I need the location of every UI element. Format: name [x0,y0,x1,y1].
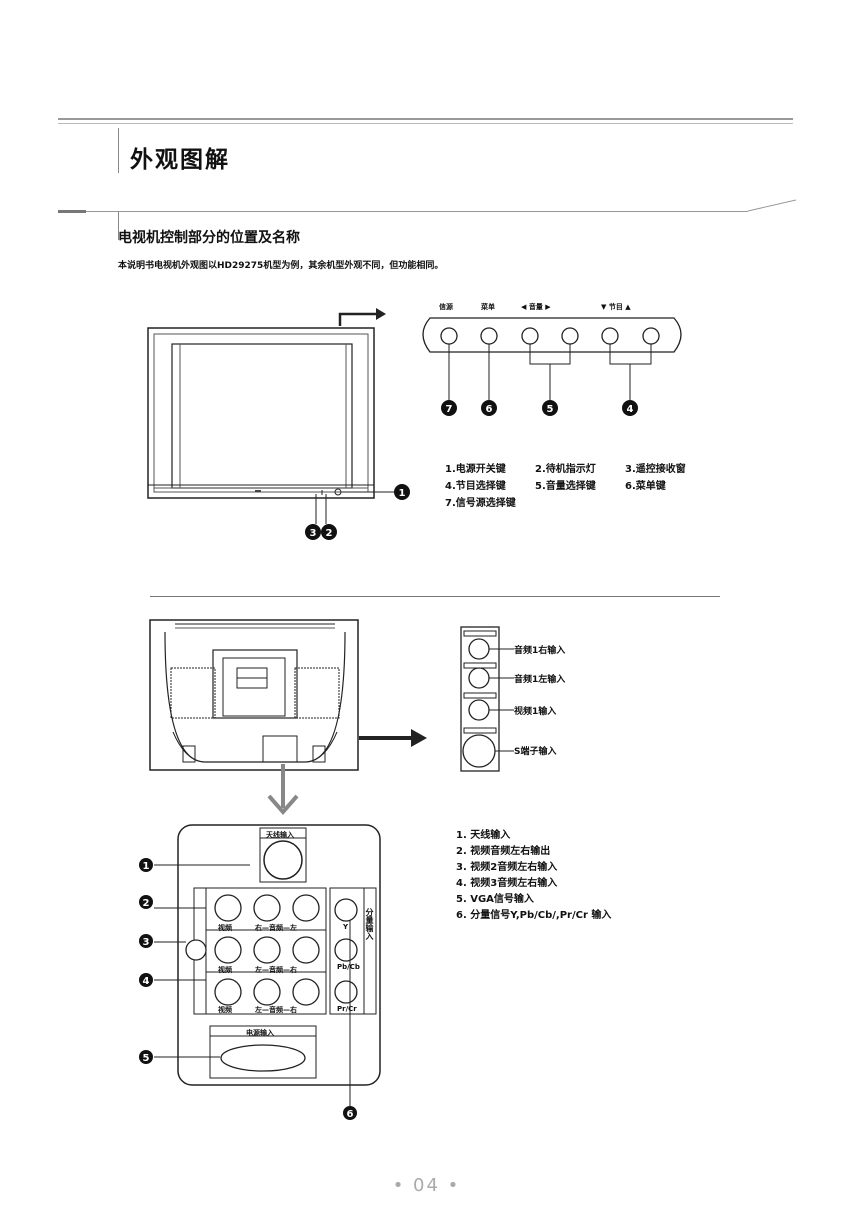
rear-jack-label-2: 右—音频—左 [255,924,297,932]
legend-item: 1. 天线输入 [456,830,511,841]
btn-label-volume: ◀ 音量 ▶ [521,303,551,311]
legend-item: 1.电源开关键 [445,464,506,475]
section-subtitle: 电视机控制部分的位置及名称 [118,230,300,246]
legend-item: 3. 视频2音频左右输入 [456,862,558,873]
top-rule [58,118,793,120]
side-label-audio-right: 音频1右输入 [514,646,566,656]
intro-text: 本说明书电视机外观图以HD29275机型为例，其余机型外观不同，但功能相同。 [118,261,444,271]
legend-item: 3.遥控接收窗 [625,464,686,475]
rear-badge-1: 1 [143,861,150,872]
rear-label-power: 电源输入 [246,1029,274,1037]
page-title: 外观图解 [130,147,230,173]
rear-jack-label-3: 视频 [218,966,232,974]
rear-jack-label-1: 视频 [218,924,232,932]
rear-badges: 1 2 3 4 5 6 [139,858,357,1120]
legend-item: 2. 视频音频左右输出 [456,846,551,857]
rear-badge-5: 5 [143,1053,150,1064]
badge-3: 3 [310,528,317,539]
legend-item: 5. VGA信号输入 [456,894,534,905]
legend-item: 2.待机指示灯 [535,464,596,475]
rear-jack-label-4: 左—音频—右 [255,966,297,974]
front-legend: 1.电源开关键 2.待机指示灯 3.遥控接收窗 4.节目选择键 5.音量选择键 … [445,460,705,509]
badge-6: 6 [486,404,493,415]
tv-front-illustration: 1 3 2 [147,308,410,540]
component-label-y: Y [343,923,349,931]
component-vertical-label: 分量输入 [365,908,374,940]
section-rule-bold [58,210,86,213]
legend-item: 7.信号源选择键 [445,498,516,509]
component-label-pr: Pr/Cr [337,1005,357,1013]
rear-badge-2: 2 [143,898,150,909]
top-rule-thin [58,123,793,124]
control-panel: 7 6 5 4 [422,317,682,416]
section-rule [58,211,748,212]
rear-jack-label-5: 视频 [218,1006,232,1014]
legend-item: 4.节目选择键 [445,481,506,492]
section-rule-tail [748,199,797,212]
middle-rule [150,596,720,597]
badge-5: 5 [547,404,554,415]
rear-badge-6: 6 [347,1109,354,1120]
rear-badge-4: 4 [143,976,150,987]
side-label-audio-left: 音频1左输入 [514,675,566,685]
badge-4: 4 [627,404,634,415]
badge-7: 7 [446,404,453,415]
tv-rear-illustration [149,619,427,816]
rear-input-panel [154,824,381,1108]
rear-jack-label-6: 左—音频—右 [255,1006,297,1014]
rear-label-antenna: 天线输入 [266,831,294,839]
title-divider [118,128,119,173]
badge-1: 1 [399,488,406,499]
page-number: • 04 • [392,1175,461,1196]
rear-badge-3: 3 [143,937,150,948]
legend-item: 4. 视频3音频左右输入 [456,878,558,889]
side-label-video: 视频1输入 [514,707,557,717]
btn-label-menu: 菜单 [481,303,495,311]
legend-item: 5.音量选择键 [535,481,596,492]
rear-legend: 1. 天线输入 2. 视频音频左右输出 3. 视频2音频左右输入 4. 视频3音… [456,828,611,924]
badge-2: 2 [326,528,333,539]
btn-label-program: ▼ 节目 ▲ [601,303,631,311]
legend-item: 6.菜单键 [625,481,666,492]
section-divider [118,212,119,240]
btn-label-source: 信源 [439,303,453,311]
component-label-pb: Pb/Cb [337,963,360,971]
side-label-s-video: S端子输入 [514,747,557,757]
legend-item: 6. 分量信号Y,Pb/Cb/,Pr/Cr 输入 [456,910,612,921]
side-input-panel [460,626,514,772]
